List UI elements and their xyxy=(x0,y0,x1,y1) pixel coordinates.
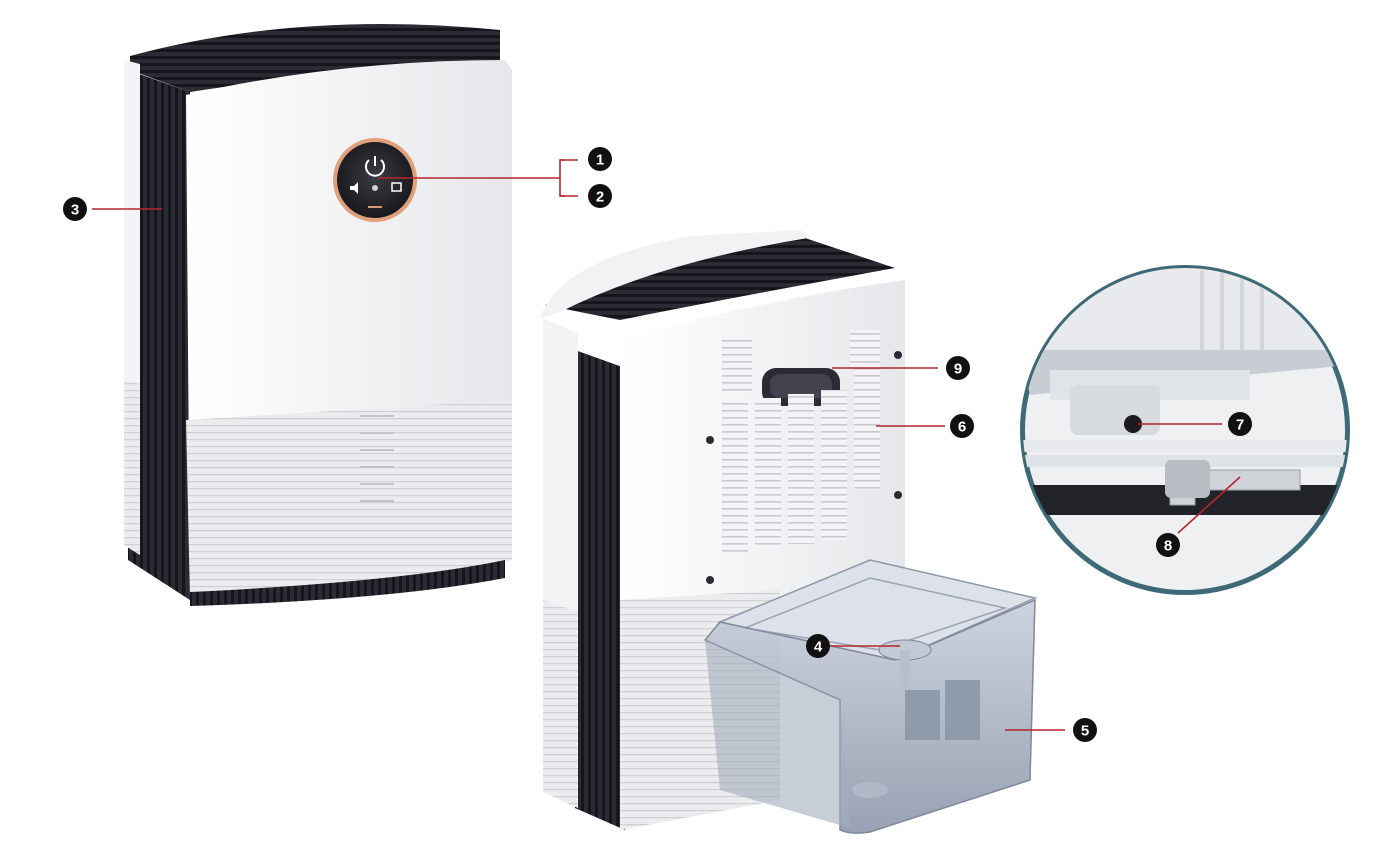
callout-3-number: 3 xyxy=(71,202,79,219)
callout-4: 4 xyxy=(806,634,830,658)
callout-1-number: 1 xyxy=(596,152,604,169)
speaker-icon[interactable] xyxy=(350,182,358,194)
rear-air-filter-grille xyxy=(722,330,880,552)
callout-4-number: 4 xyxy=(814,639,823,656)
callout-2: 2 xyxy=(588,184,612,208)
callout-7-number: 7 xyxy=(1236,417,1244,434)
top-air-outlet xyxy=(130,23,500,93)
hourglass-icon[interactable] xyxy=(391,182,402,192)
drain-port-detail xyxy=(1020,265,1350,595)
callout-8: 8 xyxy=(1156,533,1180,557)
side-air-inlet xyxy=(128,70,190,600)
continuous-drain-outlet xyxy=(1124,415,1142,433)
power-icon[interactable] xyxy=(365,156,385,177)
callout-6: 6 xyxy=(950,414,974,438)
callout-9: 9 xyxy=(946,356,970,380)
leader-lines xyxy=(92,159,1241,731)
callout-8-number: 8 xyxy=(1164,538,1172,555)
callout-9-number: 9 xyxy=(954,361,962,378)
callout-6-number: 6 xyxy=(958,419,966,436)
callout-5: 5 xyxy=(1073,718,1097,742)
back-unit xyxy=(540,230,1038,834)
callout-5-number: 5 xyxy=(1081,723,1089,740)
callout-2-number: 2 xyxy=(596,189,604,206)
mode-icon[interactable] xyxy=(372,185,378,191)
callout-7: 7 xyxy=(1228,412,1252,436)
callout-3: 3 xyxy=(63,197,87,221)
callouts: 1 2 3 4 5 6 7 8 xyxy=(63,147,1252,742)
callout-1: 1 xyxy=(588,147,612,171)
control-panel xyxy=(333,138,417,222)
front-unit xyxy=(124,23,512,606)
water-tank xyxy=(703,559,1038,834)
